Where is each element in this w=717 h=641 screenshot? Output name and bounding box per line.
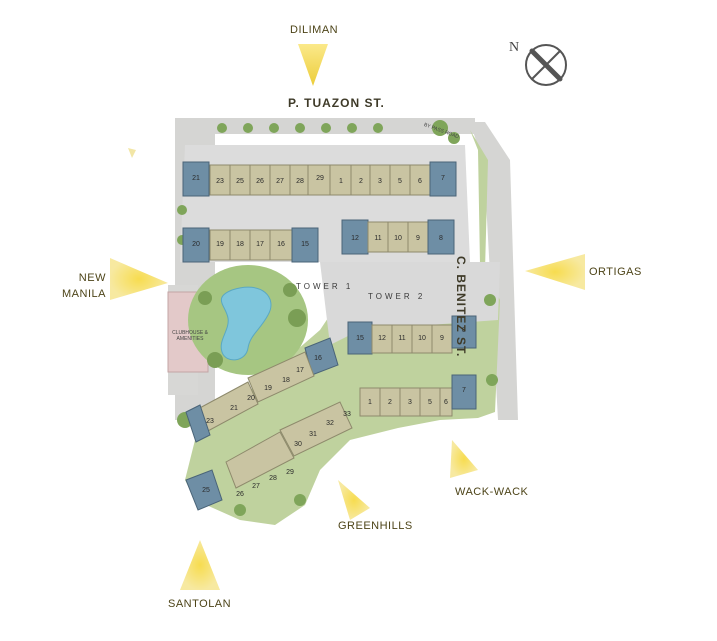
compass-icon [525, 44, 567, 86]
ortigas-label: ORTIGAS [589, 266, 642, 278]
svg-text:20: 20 [192, 241, 200, 248]
svg-text:7: 7 [462, 387, 466, 394]
svg-text:33: 33 [343, 411, 351, 418]
compass-north-letter: N [509, 40, 520, 55]
svg-text:19: 19 [216, 241, 224, 248]
svg-text:11: 11 [398, 335, 405, 342]
santolan-arrow-icon [180, 540, 220, 590]
svg-text:23: 23 [206, 418, 214, 425]
svg-text:18: 18 [282, 377, 290, 384]
svg-text:18: 18 [236, 241, 244, 248]
svg-text:28: 28 [269, 475, 277, 482]
svg-text:21: 21 [192, 175, 200, 182]
svg-text:6: 6 [418, 178, 422, 185]
tower1-bottom-row [182, 219, 455, 263]
svg-text:1: 1 [339, 178, 343, 185]
svg-text:9: 9 [416, 235, 420, 242]
new-manila-top-arrow-icon [128, 148, 136, 158]
svg-text:2: 2 [388, 399, 392, 406]
svg-text:17: 17 [296, 367, 304, 374]
tower1-top-row [182, 161, 457, 197]
svg-text:15: 15 [301, 241, 309, 248]
ortigas-arrow-icon [525, 254, 585, 290]
svg-text:9: 9 [440, 335, 444, 342]
tower2-lower-row [185, 374, 477, 511]
wack-wack-label: WACK-WACK [455, 486, 529, 498]
svg-text:5: 5 [398, 178, 402, 185]
p-tuazon-street-label: P. TUAZON ST. [288, 96, 385, 110]
svg-text:26: 26 [236, 491, 244, 498]
svg-text:7: 7 [441, 175, 445, 182]
svg-text:15: 15 [356, 335, 364, 342]
diliman-arrow-icon [298, 44, 328, 86]
svg-text:16: 16 [277, 241, 285, 248]
svg-text:25: 25 [236, 178, 244, 185]
svg-text:5: 5 [428, 399, 432, 406]
svg-text:11: 11 [374, 235, 381, 242]
svg-text:3: 3 [378, 178, 382, 185]
svg-text:12: 12 [378, 335, 386, 342]
svg-text:27: 27 [276, 178, 284, 185]
svg-text:28: 28 [296, 178, 304, 185]
svg-text:30: 30 [294, 441, 302, 448]
greenhills-arrow-icon [338, 480, 370, 520]
wack-wack-arrow-icon [450, 440, 478, 478]
svg-text:16: 16 [314, 355, 322, 362]
pool [220, 286, 272, 361]
svg-text:8: 8 [439, 235, 443, 242]
svg-text:12: 12 [351, 235, 359, 242]
tower2-label: TOWER 2 [368, 292, 426, 301]
svg-text:21: 21 [230, 405, 238, 412]
svg-text:31: 31 [309, 431, 317, 438]
svg-text:3: 3 [408, 399, 412, 406]
new-manila-label: NEW MANILA [62, 272, 106, 300]
svg-text:17: 17 [256, 241, 264, 248]
clubhouse-label: CLUBHOUSE & AMENITIES [172, 330, 208, 342]
svg-text:8: 8 [462, 327, 466, 334]
new-manila-arrow-icon [110, 258, 168, 300]
svg-text:29: 29 [286, 469, 294, 476]
svg-text:10: 10 [418, 335, 426, 342]
svg-text:23: 23 [216, 178, 224, 185]
c-benitez-street-label: C. BENITEZ ST. [454, 256, 468, 358]
svg-text:2: 2 [359, 178, 363, 185]
tower1-label: TOWER 1 [296, 282, 354, 291]
greenhills-label: GREENHILLS [338, 520, 413, 532]
tower2-upper-row [185, 315, 477, 443]
svg-text:19: 19 [264, 385, 272, 392]
svg-text:6: 6 [444, 399, 448, 406]
svg-text:26: 26 [256, 178, 264, 185]
svg-text:10: 10 [394, 235, 402, 242]
santolan-label: SANTOLAN [168, 598, 232, 610]
svg-text:27: 27 [252, 483, 260, 490]
diliman-label: DILIMAN [290, 24, 339, 36]
svg-text:25: 25 [202, 487, 210, 494]
svg-text:32: 32 [326, 420, 334, 427]
svg-text:1: 1 [368, 399, 372, 406]
svg-text:20: 20 [247, 395, 255, 402]
svg-text:29: 29 [316, 175, 324, 182]
